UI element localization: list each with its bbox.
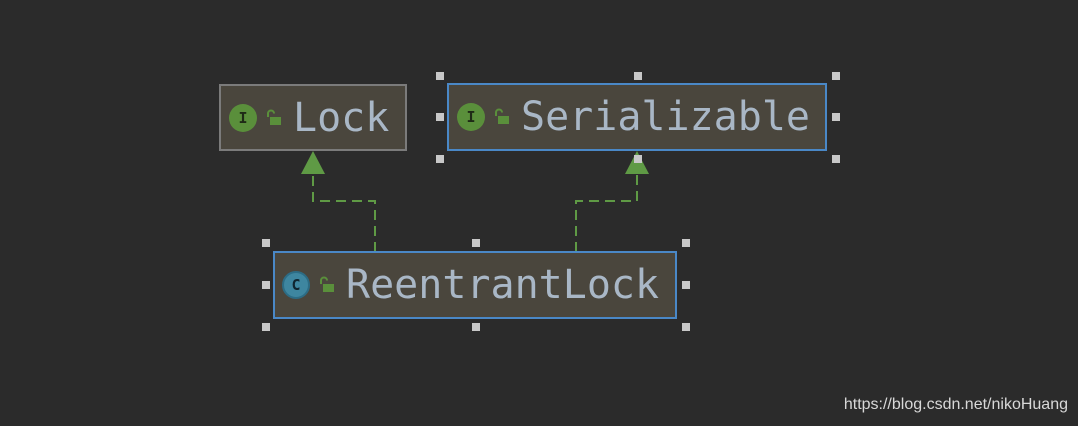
resize-handle[interactable] bbox=[634, 155, 642, 163]
resize-handle[interactable] bbox=[436, 113, 444, 121]
resize-handle[interactable] bbox=[262, 323, 270, 331]
implements-edge-serializable[interactable] bbox=[575, 174, 638, 252]
resize-handle[interactable] bbox=[472, 239, 480, 247]
node-label-lock: Lock bbox=[293, 94, 390, 141]
interface-icon: I bbox=[229, 103, 257, 132]
node-lock[interactable]: I Lock bbox=[219, 84, 407, 151]
resize-handle[interactable] bbox=[832, 155, 840, 163]
open-padlock-icon bbox=[267, 109, 281, 125]
resize-handle[interactable] bbox=[436, 72, 444, 80]
node-label-reentrantlock: ReentrantLock bbox=[346, 262, 660, 308]
resize-handle[interactable] bbox=[832, 72, 840, 80]
class-icon: C bbox=[282, 271, 310, 299]
interface-icon: I bbox=[457, 103, 485, 131]
implements-edge-lock[interactable] bbox=[312, 174, 376, 252]
resize-handle[interactable] bbox=[436, 155, 444, 163]
resize-handle[interactable] bbox=[682, 239, 690, 247]
resize-handle[interactable] bbox=[634, 72, 642, 80]
resize-handle[interactable] bbox=[262, 239, 270, 247]
node-serializable[interactable]: I Serializable bbox=[447, 83, 827, 151]
open-padlock-icon bbox=[320, 276, 334, 292]
resize-handle[interactable] bbox=[682, 323, 690, 331]
node-reentrantlock[interactable]: C ReentrantLock bbox=[273, 251, 677, 319]
open-padlock-icon bbox=[495, 108, 509, 124]
resize-handle[interactable] bbox=[832, 113, 840, 121]
resize-handle[interactable] bbox=[262, 281, 270, 289]
implements-arrowhead-lock bbox=[301, 151, 325, 174]
node-label-serializable: Serializable bbox=[521, 94, 810, 140]
resize-handle[interactable] bbox=[682, 281, 690, 289]
resize-handle[interactable] bbox=[472, 323, 480, 331]
watermark-url: https://blog.csdn.net/nikoHuang bbox=[843, 396, 1068, 413]
